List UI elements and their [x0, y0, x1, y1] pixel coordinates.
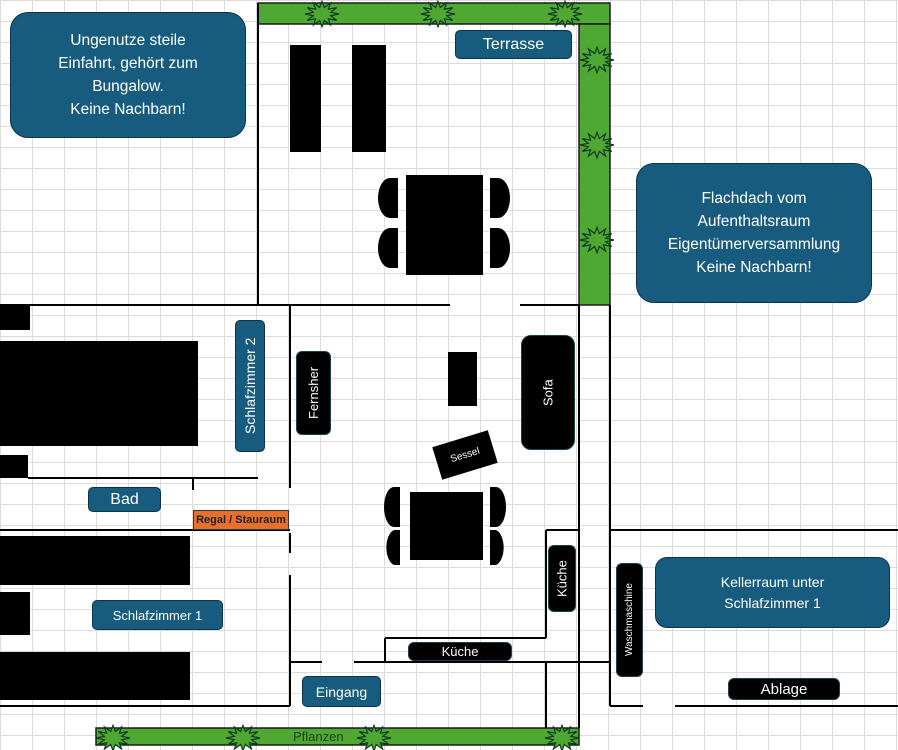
bed [0, 536, 190, 585]
label-bedroom2: Schlafzimmer 2 [235, 320, 265, 452]
lounger [352, 45, 386, 152]
plant-bush-icon [579, 45, 615, 75]
note-cellar: Kellerraum unter Schlafzimmer 1 [655, 557, 890, 628]
shelf-storage: Regal / Stauraum [193, 510, 289, 530]
kitchen-counter-vertical: Küche [548, 545, 576, 612]
kitchen-counter-horizontal: Küche [408, 642, 512, 661]
plant-bush-icon [95, 723, 131, 750]
label-entrance: Eingang [302, 676, 381, 707]
label-bath: Bad [88, 487, 161, 512]
plant-bush-icon [304, 0, 340, 29]
plant-bush-icon [544, 723, 580, 750]
nightstand [0, 592, 30, 635]
tv: Fernsher [296, 351, 331, 435]
nightstand [0, 455, 28, 478]
note-driveway: Ungenutze steile Einfahrt, gehört zum Bu… [10, 12, 246, 138]
lounger [290, 45, 321, 152]
terrace-chairs [378, 178, 510, 268]
sofa: Sofa [521, 335, 575, 450]
side-table [448, 352, 477, 406]
washing-machine: Waschmaschine [616, 563, 643, 677]
plant-bush-icon [547, 0, 583, 29]
plant-bush-icon [579, 225, 615, 255]
dining-chairs [384, 487, 506, 565]
plant-strip-bottom [95, 727, 580, 746]
plant-bush-icon [420, 0, 456, 29]
dining-table [410, 492, 483, 560]
label-terrace: Terrasse [455, 30, 572, 59]
label-plants: Pflanzen [293, 729, 344, 744]
walls [0, 3, 898, 728]
nightstand [0, 305, 30, 330]
furniture-shapes [0, 45, 510, 700]
terrace-table [406, 175, 483, 275]
label-bedroom1: Schlafzimmer 1 [92, 600, 223, 630]
bed [0, 341, 198, 446]
bed [0, 652, 190, 700]
plant-bush-icon [579, 130, 615, 160]
storage-shelf: Ablage [728, 678, 840, 700]
plant-bush-icon [225, 723, 261, 750]
note-roof: Flachdach vom Aufenthaltsraum Eigentümer… [636, 163, 872, 303]
plant-bush-icon [356, 723, 392, 750]
